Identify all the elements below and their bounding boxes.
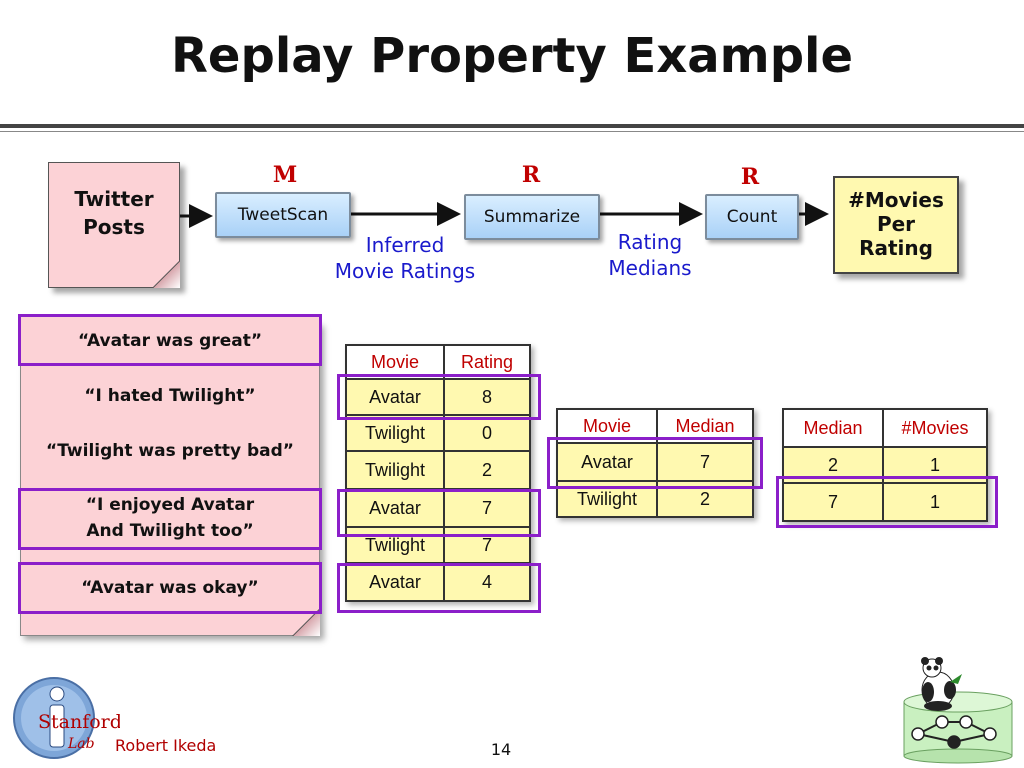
author-name: Robert Ikeda xyxy=(115,736,217,755)
cell-rating: 2 xyxy=(443,450,531,490)
cell-count: 1 xyxy=(882,482,988,522)
output-movies-per-rating: #Movies Per Rating xyxy=(833,176,959,274)
output-line2: Per xyxy=(876,212,916,236)
source-label-line2: Posts xyxy=(83,215,145,239)
highlight-rating-row-4 xyxy=(337,489,541,537)
tweet-4-line2: And Twilight too” xyxy=(86,521,254,541)
cell-rating: 7 xyxy=(443,526,531,564)
cell-movie: Twilight xyxy=(345,450,445,490)
header-movies-count: #Movies xyxy=(882,408,988,448)
twitter-posts-source: Twitter Posts xyxy=(48,162,180,288)
tweet-1: “Avatar was great” xyxy=(77,331,263,351)
table-header-row: Median #Movies xyxy=(782,408,988,448)
output-line3: Rating xyxy=(859,236,933,260)
header-median: Median xyxy=(782,408,884,448)
highlight-tweet-5 xyxy=(18,562,322,614)
cell-rating: 8 xyxy=(443,378,531,416)
panda-database-graph-icon xyxy=(903,657,1013,764)
edge-label-line2: Movie Ratings xyxy=(334,259,476,283)
source-label-line1: Twitter xyxy=(74,187,154,211)
tweet-2: “I hated Twilight” xyxy=(84,386,256,406)
logo-stanford-text: Stanford xyxy=(38,711,120,733)
highlight-tweet-1 xyxy=(18,314,322,366)
tweet-4-line1: “I enjoyed Avatar xyxy=(85,495,255,515)
stanford-infolab-logo: Stanford Lab xyxy=(13,677,120,759)
cell-movie: Avatar xyxy=(556,442,658,482)
title-divider xyxy=(0,124,1024,128)
cell-median: 7 xyxy=(782,482,884,522)
output-line1: #Movies xyxy=(848,188,944,212)
edge-label-line1: Rating xyxy=(617,230,683,254)
edge-label-line1: Inferred xyxy=(365,233,445,257)
operator-kind-m: M xyxy=(272,162,298,188)
highlight-count-row-7 xyxy=(776,476,998,528)
edge-label-rating-medians: Rating Medians xyxy=(580,229,720,281)
cell-median: 7 xyxy=(656,442,754,482)
logo-lab-text: Lab xyxy=(67,736,95,752)
cell-rating: 0 xyxy=(443,414,531,452)
page-number: 14 xyxy=(490,740,512,759)
highlight-median-row-avatar xyxy=(547,437,763,489)
cell-movie: Avatar xyxy=(345,378,445,416)
operator-tweetscan: TweetScan xyxy=(215,192,351,238)
tweet-3: “Twilight was pretty bad” xyxy=(46,441,294,461)
pipeline-arrows xyxy=(180,202,829,228)
edge-label-line2: Medians xyxy=(608,256,692,280)
tweets-note xyxy=(20,322,320,636)
title-divider-thin xyxy=(0,131,1024,132)
highlight-tweet-4 xyxy=(18,488,322,550)
operator-kind-r-count: R xyxy=(740,164,760,190)
highlight-rating-row-1 xyxy=(337,374,541,420)
operator-summarize: Summarize xyxy=(464,194,600,240)
header-movie: Movie xyxy=(345,344,445,380)
edge-label-inferred-ratings: Inferred Movie Ratings xyxy=(320,232,490,284)
cell-rating: 4 xyxy=(443,562,531,602)
cell-rating: 7 xyxy=(443,488,531,528)
highlight-rating-row-6 xyxy=(337,563,541,613)
slide-title: Replay Property Example xyxy=(170,28,854,84)
cell-movie: Twilight xyxy=(345,526,445,564)
tweet-5: “Avatar was okay” xyxy=(81,578,259,598)
operator-kind-r-summarize: R xyxy=(521,162,541,188)
operator-count: Count xyxy=(705,194,799,240)
cell-movie: Twilight xyxy=(345,414,445,452)
